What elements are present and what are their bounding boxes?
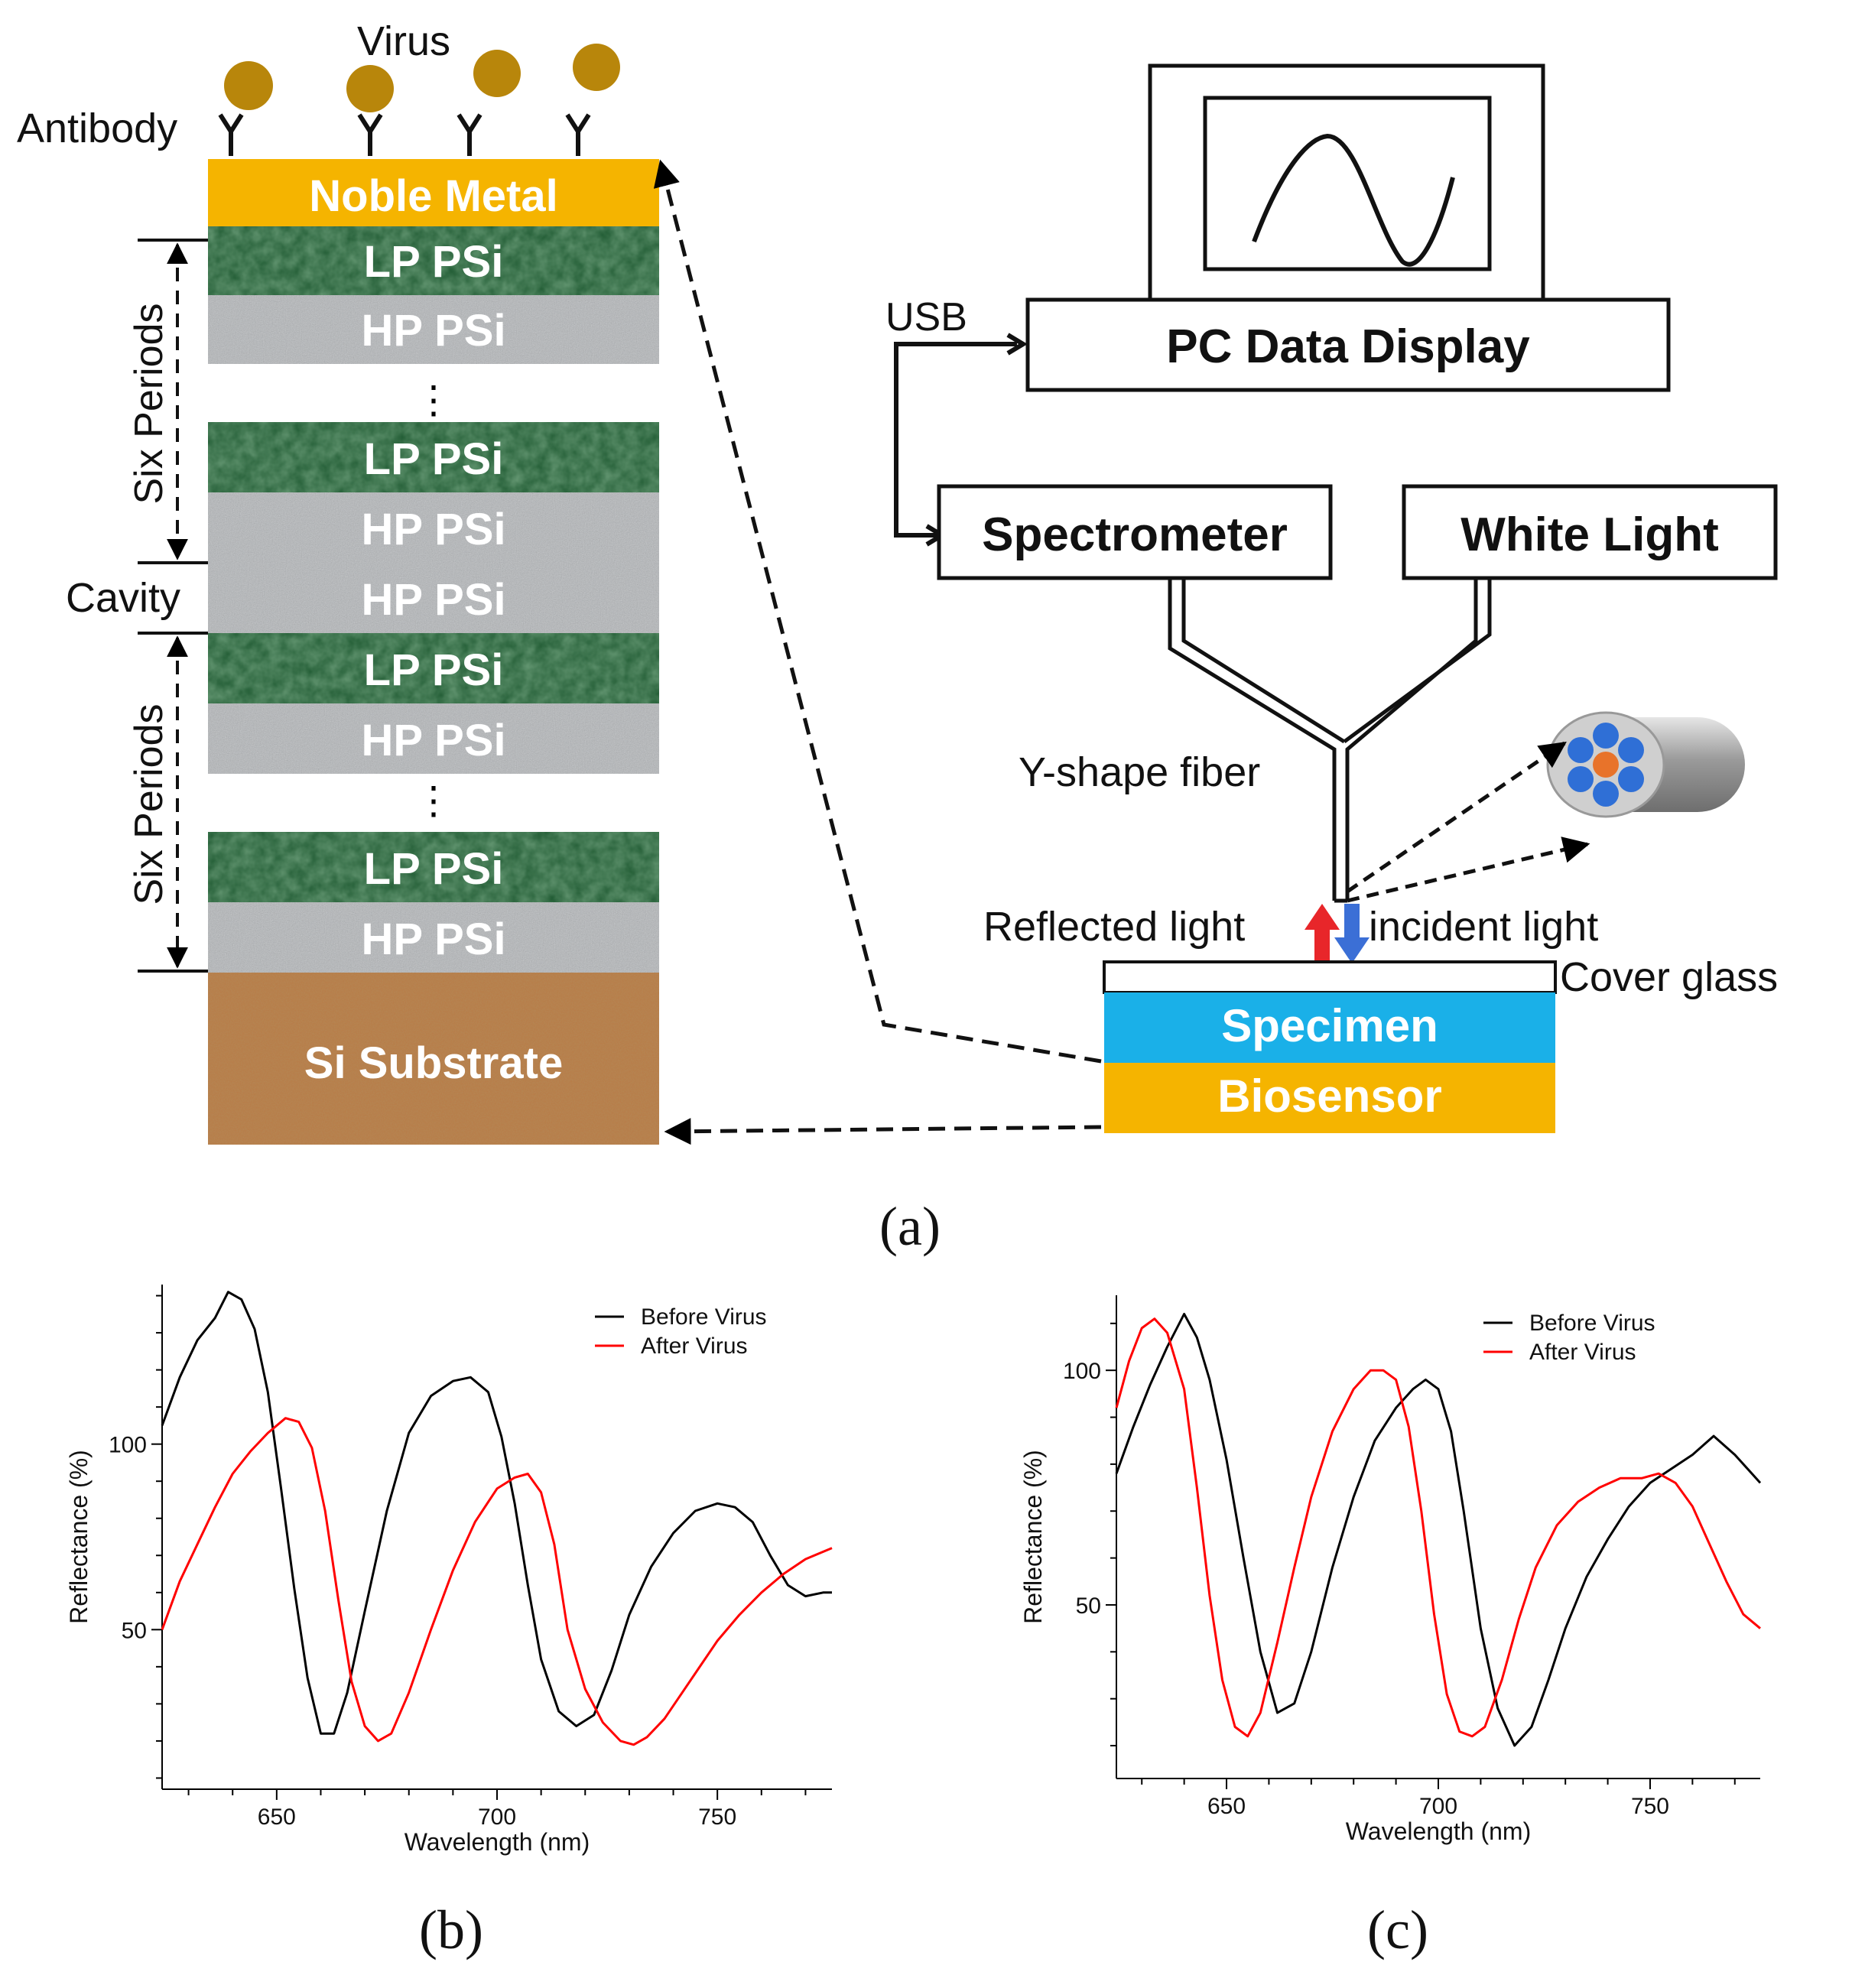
hp-psi-label: HP PSi bbox=[361, 575, 505, 625]
layer-lp-2: LP PSi bbox=[208, 422, 659, 492]
layer-hp-3: HP PSi bbox=[208, 703, 659, 774]
panel-c-label: (c) bbox=[1367, 1899, 1428, 1960]
legend-label: After Virus bbox=[641, 1333, 748, 1359]
reflected-arrow-icon bbox=[1305, 904, 1340, 963]
zoom-arrows bbox=[1346, 741, 1590, 903]
waveform-icon bbox=[1252, 133, 1455, 267]
virus-label: Virus bbox=[357, 18, 450, 64]
hp-psi-label: HP PSi bbox=[361, 505, 505, 554]
x-tick-label: 650 bbox=[258, 1804, 296, 1830]
fiber-ring-icon bbox=[1568, 723, 1644, 807]
lp-psi-label: LP PSi bbox=[364, 645, 504, 695]
pc-monitor bbox=[1148, 63, 1545, 302]
y-tick-label: 50 bbox=[122, 1618, 147, 1643]
incident-light-label: incident light bbox=[1369, 904, 1598, 950]
lp-psi-label: LP PSi bbox=[364, 237, 504, 287]
series-line-after-virus bbox=[1115, 1317, 1761, 1738]
x-tick-label: 650 bbox=[1207, 1794, 1246, 1819]
hp-psi-label: HP PSi bbox=[361, 306, 505, 356]
chart-b-series bbox=[161, 1291, 833, 1746]
layer-hp-4: HP PSi bbox=[208, 902, 659, 973]
y-tick-label: 100 bbox=[1063, 1359, 1101, 1384]
legend-label: After Virus bbox=[1529, 1340, 1636, 1365]
white-light-box: White Light bbox=[1402, 484, 1778, 580]
layer-lp-4: LP PSi bbox=[208, 832, 659, 902]
legend-label: Before Virus bbox=[641, 1304, 767, 1330]
ellipsis-dots: ⋮ bbox=[414, 779, 453, 822]
layer-hp-2: HP PSi bbox=[208, 492, 659, 563]
specimen-assembly: Cover glass Specimen Biosensor bbox=[1103, 954, 1778, 1133]
noble-metal-label: Noble Metal bbox=[309, 171, 558, 221]
specimen-label: Specimen bbox=[1221, 1000, 1438, 1051]
biosensor-label: Biosensor bbox=[1217, 1070, 1441, 1122]
series-line-before-virus bbox=[161, 1291, 832, 1735]
chart-c-series bbox=[1115, 1313, 1762, 1747]
white-light-label: White Light bbox=[1460, 508, 1718, 561]
biosensor-layer bbox=[1104, 1063, 1555, 1133]
x-tick-label: 750 bbox=[698, 1804, 736, 1830]
series-line-before-virus bbox=[1115, 1313, 1762, 1747]
x-tick-label: 700 bbox=[1419, 1794, 1457, 1819]
y-tick-label: 50 bbox=[1076, 1593, 1101, 1619]
y-axis-label: Reflectance (%) bbox=[1019, 1450, 1047, 1624]
layer-lp-1: LP PSi bbox=[208, 226, 659, 295]
panel-b-label: (b) bbox=[419, 1899, 483, 1960]
x-tick-label: 700 bbox=[478, 1804, 516, 1830]
antibody-label: Antibody bbox=[17, 106, 177, 151]
connector-arrows bbox=[653, 159, 1102, 1145]
specimen-layer bbox=[1104, 992, 1555, 1063]
fiber-core-icon bbox=[1593, 752, 1619, 778]
y-tick-label: 100 bbox=[109, 1433, 147, 1458]
hp-psi-label: HP PSi bbox=[361, 914, 505, 964]
reflected-light-label: Reflected light bbox=[983, 904, 1245, 950]
spectrometer-box: Spectrometer bbox=[937, 484, 1333, 580]
antibody-icon bbox=[218, 113, 591, 156]
legend-label: Before Virus bbox=[1529, 1311, 1655, 1336]
layer-hp-cavity: HP PSi bbox=[208, 563, 659, 633]
layer-lp-3: LP PSi bbox=[208, 633, 659, 703]
cover-glass bbox=[1103, 960, 1557, 994]
cover-glass-label: Cover glass bbox=[1560, 954, 1778, 1000]
cavity-label: Cavity bbox=[66, 575, 180, 621]
lp-psi-label: LP PSi bbox=[364, 434, 504, 484]
x-axis-label: Wavelength (nm) bbox=[1346, 1817, 1531, 1845]
series-line-after-virus bbox=[161, 1417, 833, 1746]
ellipsis-dots: ⋮ bbox=[414, 378, 453, 421]
y-axis-label: Reflectance (%) bbox=[65, 1450, 93, 1624]
spectrometer-label: Spectrometer bbox=[982, 508, 1288, 561]
usb-label: USB bbox=[885, 295, 967, 339]
six-periods-bottom-label: Six Periods bbox=[127, 704, 171, 905]
pc-data-display-box: PC Data Display bbox=[1025, 297, 1671, 392]
lp-psi-label: LP PSi bbox=[364, 844, 504, 894]
antibody-virus-group: Virus Antibody bbox=[17, 18, 620, 156]
panel-a-label: (a) bbox=[879, 1196, 941, 1257]
fiber-cross-section bbox=[1546, 711, 1745, 818]
si-substrate-label: Si Substrate bbox=[304, 1038, 563, 1088]
x-tick-label: 750 bbox=[1631, 1794, 1669, 1819]
layer-stack: Noble Metal LP PSi HP PSi ⋮ LP PSi HP PS… bbox=[208, 159, 659, 1145]
six-periods-top-label: Six Periods bbox=[127, 304, 171, 505]
virus-icon bbox=[224, 44, 620, 112]
y-shape-fiber bbox=[1168, 578, 1492, 903]
x-axis-label: Wavelength (nm) bbox=[405, 1828, 590, 1856]
incident-arrow-icon bbox=[1334, 904, 1370, 963]
noble-metal-layer bbox=[208, 159, 659, 226]
light-arrows bbox=[1305, 904, 1370, 963]
period-brackets bbox=[138, 239, 208, 973]
pc-data-display-label: PC Data Display bbox=[1166, 320, 1530, 373]
hp-psi-label: HP PSi bbox=[361, 716, 505, 765]
layer-si-substrate: Si Substrate bbox=[208, 973, 659, 1145]
y-shape-fiber-label: Y-shape fiber bbox=[1019, 749, 1260, 795]
layer-hp-1: HP PSi bbox=[208, 295, 659, 364]
